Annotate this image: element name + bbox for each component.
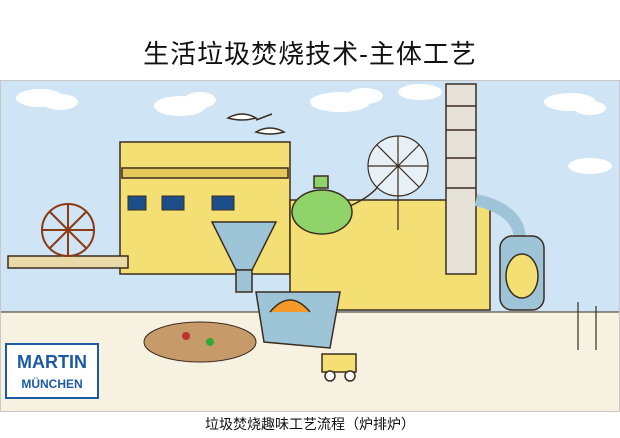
crane-wheel-icon [41, 203, 95, 257]
feed-hopper [210, 221, 278, 293]
ash-cart-icon [321, 353, 357, 382]
chimney [445, 83, 477, 275]
filter-tank [499, 235, 545, 311]
slide-title: 生活垃圾焚烧技术-主体工艺 [143, 40, 477, 70]
waste-pile [143, 321, 257, 363]
logo-line1: MARTIN [17, 352, 87, 372]
grate-furnace [255, 291, 341, 349]
slide-caption: 垃圾焚烧趣味工艺流程（炉排炉） [205, 417, 415, 433]
logo-line2: MÜNCHEN [21, 376, 82, 391]
waste-incineration-illustration: MARTIN MÜNCHEN [0, 80, 620, 412]
stork-icon [226, 113, 286, 135]
power-poles [577, 302, 597, 350]
boiler-kettle [291, 175, 381, 235]
clouds [16, 84, 612, 174]
martin-logo: MARTIN MÜNCHEN [5, 343, 99, 399]
fan-wheel-icon [367, 135, 429, 230]
